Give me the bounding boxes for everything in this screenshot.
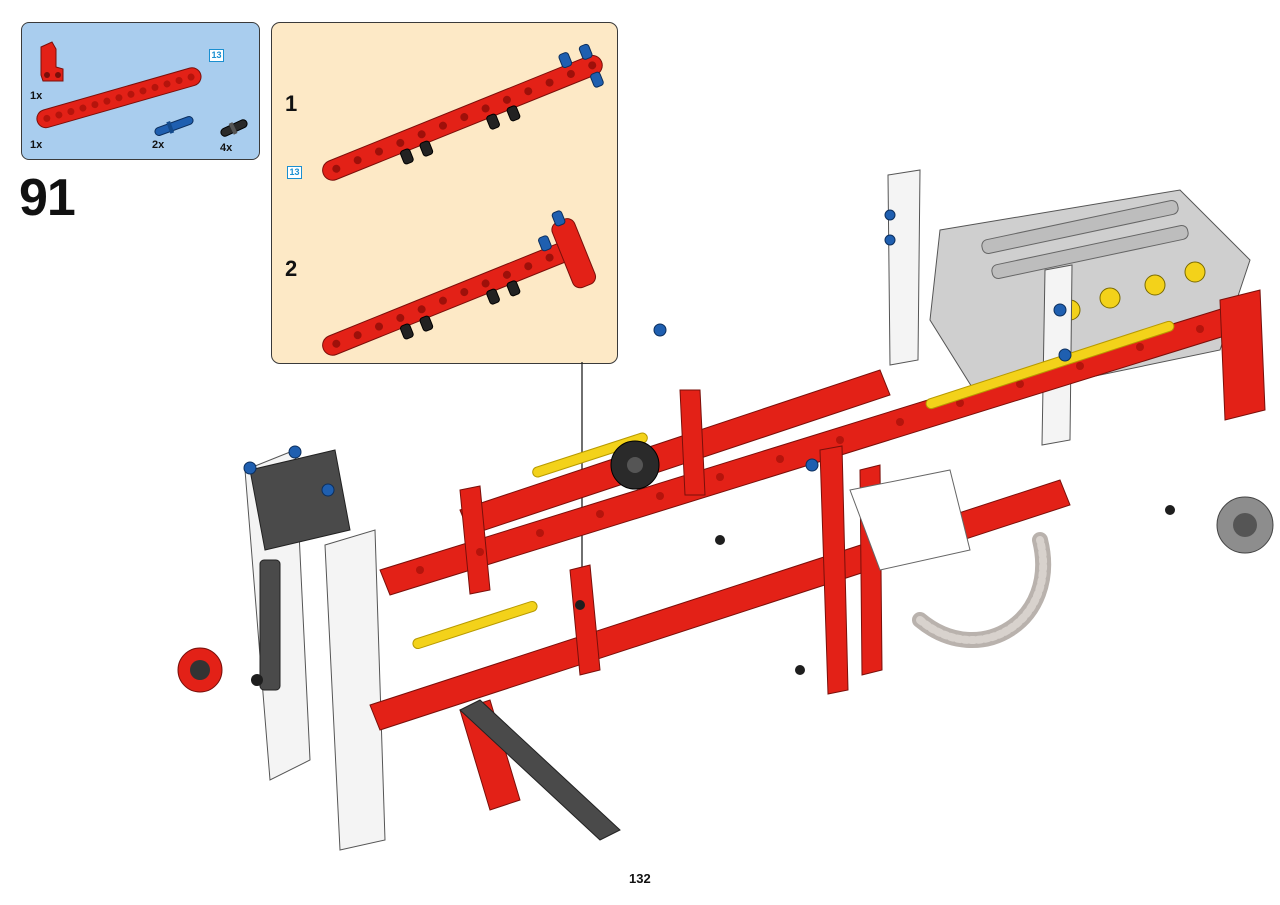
step-number: 91 bbox=[19, 169, 76, 227]
chassis-assembly-illustration bbox=[177, 169, 1274, 851]
page-number: 132 bbox=[629, 871, 651, 886]
substep-2-assembly bbox=[322, 210, 597, 356]
qty-label: 1x bbox=[30, 90, 43, 102]
blue-axle-pin-icon bbox=[154, 116, 194, 136]
qty-label: 2x bbox=[152, 139, 165, 151]
qty-label: 1x bbox=[30, 139, 43, 151]
red-angle-connector-icon bbox=[40, 41, 64, 82]
length-tag: 13 bbox=[209, 49, 224, 62]
gear bbox=[610, 440, 660, 490]
substep-number: 2 bbox=[285, 256, 298, 281]
submodel-callout: 1 13 2 bbox=[271, 22, 618, 364]
rear-hub bbox=[1216, 496, 1274, 554]
length-tag: 13 bbox=[287, 166, 302, 179]
substep-number: 1 bbox=[285, 91, 298, 116]
substep-1-assembly bbox=[322, 43, 604, 181]
qty-label: 4x bbox=[220, 142, 233, 154]
front-hub bbox=[177, 647, 223, 693]
black-friction-pin-icon bbox=[220, 119, 248, 137]
parts-list-panel: 1x 13 1x 2x 4x bbox=[21, 22, 260, 160]
red-liftarm-13-icon bbox=[36, 67, 202, 129]
